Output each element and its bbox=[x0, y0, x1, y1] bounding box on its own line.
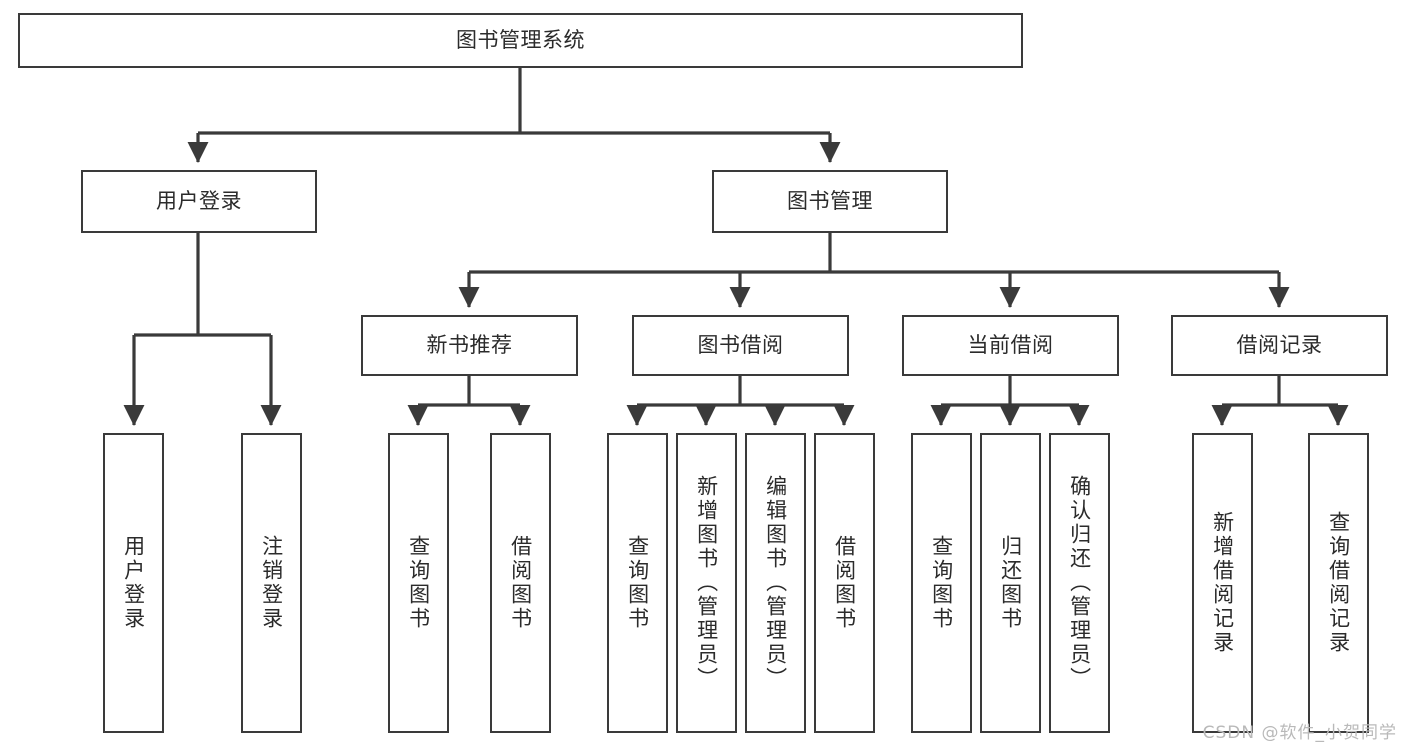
node-leaf-query-book-1[interactable]: 查询图书 bbox=[388, 433, 449, 733]
node-leaf-borrow-book-2[interactable]: 借阅图书 bbox=[814, 433, 875, 733]
node-root-system[interactable]: 图书管理系统 bbox=[18, 13, 1023, 68]
node-leaf-confirm-return[interactable]: 确认归还（管理员） bbox=[1049, 433, 1110, 733]
leaf-label: 查询图书 bbox=[929, 535, 954, 631]
node-leaf-borrow-book-1[interactable]: 借阅图书 bbox=[490, 433, 551, 733]
leaf-label: 新增借阅记录 bbox=[1210, 511, 1235, 655]
leaf-label: 编辑图书（管理员） bbox=[763, 475, 788, 691]
leaf-label: 注销登录 bbox=[259, 535, 284, 631]
leaf-label: 查询图书 bbox=[406, 535, 431, 631]
leaf-label: 查询借阅记录 bbox=[1326, 511, 1351, 655]
node-current-borrow[interactable]: 当前借阅 bbox=[902, 315, 1119, 376]
node-user-login[interactable]: 用户登录 bbox=[81, 170, 317, 233]
node-leaf-user-login[interactable]: 用户登录 bbox=[103, 433, 164, 733]
node-leaf-add-record[interactable]: 新增借阅记录 bbox=[1192, 433, 1253, 733]
watermark-label: CSDN @软件_小贺同学 bbox=[1202, 723, 1397, 743]
node-new-book-recommend[interactable]: 新书推荐 bbox=[361, 315, 578, 376]
leaf-label: 确认归还（管理员） bbox=[1067, 475, 1092, 691]
node-book-borrow[interactable]: 图书借阅 bbox=[632, 315, 849, 376]
leaf-label: 用户登录 bbox=[121, 535, 146, 631]
node-leaf-query-book-2[interactable]: 查询图书 bbox=[607, 433, 668, 733]
node-leaf-query-book-3[interactable]: 查询图书 bbox=[911, 433, 972, 733]
leaf-label: 查询图书 bbox=[625, 535, 650, 631]
node-leaf-return-book[interactable]: 归还图书 bbox=[980, 433, 1041, 733]
node-leaf-query-record[interactable]: 查询借阅记录 bbox=[1308, 433, 1369, 733]
leaf-label: 借阅图书 bbox=[832, 535, 857, 631]
node-book-management[interactable]: 图书管理 bbox=[712, 170, 948, 233]
node-leaf-logout-login[interactable]: 注销登录 bbox=[241, 433, 302, 733]
leaf-label: 新增图书（管理员） bbox=[694, 475, 719, 691]
leaf-label: 归还图书 bbox=[998, 535, 1023, 631]
node-leaf-edit-book[interactable]: 编辑图书（管理员） bbox=[745, 433, 806, 733]
node-leaf-add-book[interactable]: 新增图书（管理员） bbox=[676, 433, 737, 733]
leaf-label: 借阅图书 bbox=[508, 535, 533, 631]
node-borrow-record[interactable]: 借阅记录 bbox=[1171, 315, 1388, 376]
